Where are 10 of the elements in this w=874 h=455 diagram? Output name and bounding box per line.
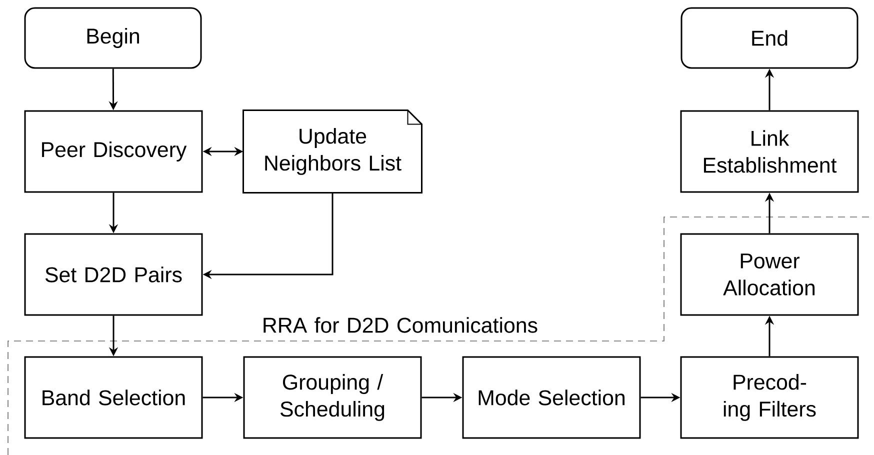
terminal-box: Begin bbox=[24, 7, 202, 69]
process-box: Grouping / Scheduling bbox=[243, 356, 422, 439]
terminal-box: End bbox=[680, 7, 858, 69]
note-box: Update Neighbors List bbox=[242, 109, 422, 194]
process-box: Precod- ing Filters bbox=[680, 356, 859, 439]
process-box: Mode Selection bbox=[462, 356, 641, 439]
process-box: Peer Discovery bbox=[24, 110, 203, 193]
process-box: Power Allocation bbox=[680, 233, 859, 316]
process-box: Band Selection bbox=[24, 356, 203, 439]
process-box: Link Establishment bbox=[680, 110, 859, 193]
